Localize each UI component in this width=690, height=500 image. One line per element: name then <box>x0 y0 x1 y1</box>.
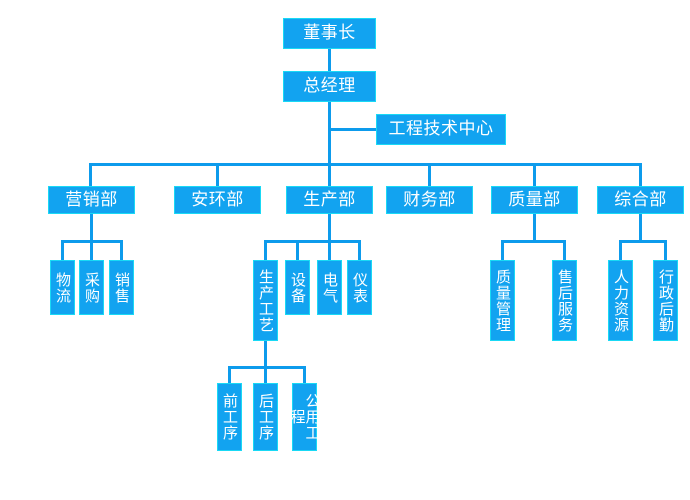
node-logistics[interactable]: 物流 <box>50 260 75 315</box>
node-instrument[interactable]: 仪表 <box>347 260 372 315</box>
connector-production-to-instrument <box>358 240 361 260</box>
connector-bus-to-marketing <box>89 163 92 186</box>
node-safety-env-dept[interactable]: 安环部 <box>174 186 261 214</box>
node-general-affairs-dept[interactable]: 综合部 <box>597 186 684 214</box>
node-sales[interactable]: 销售 <box>109 260 134 315</box>
node-quality-management[interactable]: 质量管理 <box>490 260 515 341</box>
connector-quality-to-after-sales <box>563 240 566 260</box>
connector-marketing-drop <box>90 214 93 240</box>
node-admin-logistics[interactable]: 行政后勤 <box>653 260 678 341</box>
node-marketing-dept[interactable]: 营销部 <box>48 186 135 214</box>
connector-bus-to-safety-env <box>216 163 219 186</box>
connector-process-to-front <box>228 366 231 383</box>
connector-department-bus <box>89 163 642 166</box>
connector-production-bus <box>264 240 361 243</box>
connector-bus-to-quality <box>533 163 536 186</box>
node-human-resources[interactable]: 人力资源 <box>608 260 633 341</box>
node-quality-dept[interactable]: 质量部 <box>491 186 578 214</box>
connector-bus-to-production <box>328 163 331 186</box>
node-chairman[interactable]: 董事长 <box>283 18 376 49</box>
node-production-dept[interactable]: 生产部 <box>286 186 373 214</box>
connector-marketing-to-logistics <box>61 240 64 260</box>
connector-production-to-process <box>264 240 267 260</box>
node-engineering-center[interactable]: 工程技术中心 <box>376 114 506 145</box>
connector-production-drop <box>328 214 331 240</box>
node-finance-dept[interactable]: 财务部 <box>386 186 473 214</box>
connector-process-drop <box>264 341 267 366</box>
node-general-manager[interactable]: 总经理 <box>283 71 376 102</box>
node-back-process[interactable]: 后工序 <box>253 383 278 451</box>
connector-process-to-back <box>264 366 267 383</box>
connector-bus-to-general-affairs <box>639 163 642 186</box>
connector-gm-trunk <box>328 102 331 165</box>
connector-marketing-to-sales <box>120 240 123 260</box>
connector-marketing-to-purchasing <box>90 240 93 260</box>
connector-production-to-electrical <box>328 240 331 260</box>
node-front-process[interactable]: 前工序 <box>217 383 242 451</box>
connector-quality-to-management <box>501 240 504 260</box>
node-after-sales-service[interactable]: 售后服务 <box>552 260 577 341</box>
connector-gm-to-engineering-center <box>328 128 376 131</box>
connector-chairman-to-gm <box>328 49 331 71</box>
node-utility-engineering[interactable]: 公用工程 <box>289 383 322 451</box>
connector-quality-bus <box>501 240 566 243</box>
connector-general-affairs-bus <box>619 240 667 243</box>
node-purchasing[interactable]: 采购 <box>79 260 104 315</box>
node-production-process[interactable]: 生产工艺 <box>253 260 278 341</box>
node-equipment[interactable]: 设备 <box>285 260 310 315</box>
connector-production-to-equipment <box>296 240 299 260</box>
connector-general-affairs-to-hr <box>619 240 622 260</box>
connector-process-bus <box>228 366 306 369</box>
connector-general-affairs-drop <box>639 214 642 240</box>
node-electrical[interactable]: 电气 <box>317 260 342 315</box>
connector-general-affairs-to-admin <box>664 240 667 260</box>
connector-process-to-utility <box>303 366 306 383</box>
connector-bus-to-finance <box>428 163 431 186</box>
connector-quality-drop <box>533 214 536 240</box>
